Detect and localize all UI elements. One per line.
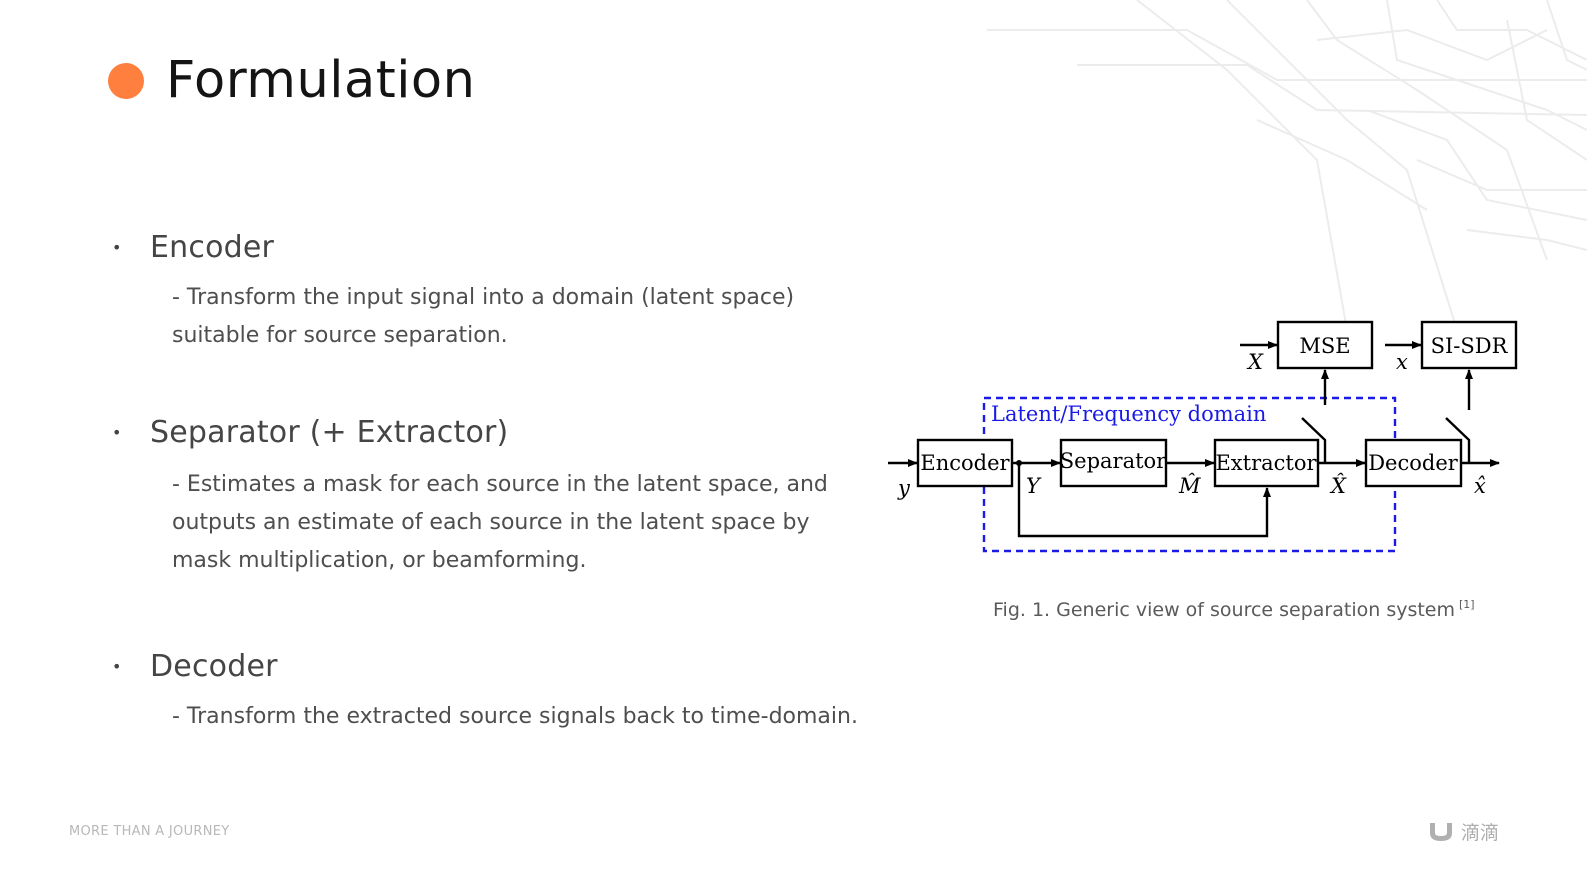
description-line: outputs an estimate of each source in th… xyxy=(172,510,810,535)
section-decoder: • Decoder - Transform the extracted sour… xyxy=(112,649,858,736)
decoder-label: Decoder xyxy=(1368,451,1459,475)
description-line: suitable for source separation. xyxy=(172,323,508,348)
description-line: - Estimates a mask for each source in th… xyxy=(172,472,828,497)
branch-dot xyxy=(1016,460,1022,466)
section-description: - Estimates a mask for each source in th… xyxy=(172,466,828,580)
skip-connection-arrow xyxy=(1017,463,1271,538)
symbol-x-hat: x̂ xyxy=(1474,474,1486,498)
symbol-Y: Y xyxy=(1026,474,1042,498)
didi-logo-icon xyxy=(1429,822,1452,841)
sisdr-label: SI-SDR xyxy=(1431,334,1509,358)
bullet-icon: • xyxy=(112,423,122,442)
extractor-label: Extractor xyxy=(1215,451,1317,475)
figure-caption: Fig. 1. Generic view of source separatio… xyxy=(993,598,1475,621)
encoder-label: Encoder xyxy=(920,451,1010,475)
section-description: - Transform the extracted source signals… xyxy=(172,698,858,736)
symbol-y: y xyxy=(897,476,911,500)
bullet-icon: • xyxy=(112,657,122,676)
section-encoder: • Encoder - Transform the input signal i… xyxy=(112,230,794,355)
bullet-icon: • xyxy=(112,238,122,257)
title-bullet-dot xyxy=(108,62,144,99)
section-title: Encoder xyxy=(150,230,275,265)
mse-block xyxy=(1276,320,1374,370)
source-separation-diagram: Latent/Frequency domain Encoder Separato… xyxy=(888,320,1518,553)
caption-text: Fig. 1. Generic view of source separatio… xyxy=(993,599,1456,621)
symbol-X: X xyxy=(1246,350,1264,374)
decoder-block xyxy=(1364,438,1463,488)
section-title: Decoder xyxy=(150,649,278,684)
description-line: mask multiplication, or beamforming. xyxy=(172,548,587,573)
latent-domain-box xyxy=(982,396,1397,553)
symbol-M-hat: M̂ xyxy=(1178,474,1201,498)
mse-switch xyxy=(1301,417,1327,463)
sisdr-switch xyxy=(1445,417,1471,463)
footer-brand: 滴滴 xyxy=(1427,818,1499,845)
sisdr-block xyxy=(1420,320,1518,370)
section-separator: • Separator (+ Extractor) - Estimates a … xyxy=(112,415,828,580)
symbol-X-hat: X̂ xyxy=(1329,474,1347,498)
separator-label: Separator xyxy=(1060,449,1167,473)
title-row: Formulation xyxy=(108,55,475,106)
mse-label: MSE xyxy=(1299,334,1350,358)
brand-name: 滴滴 xyxy=(1460,822,1499,844)
caption-reference: [1] xyxy=(1459,598,1475,611)
section-title: Separator (+ Extractor) xyxy=(150,415,509,450)
description-line: - Transform the input signal into a doma… xyxy=(172,285,795,310)
footer-slogan: MORE THAN A JOURNEY xyxy=(69,824,230,839)
description-line: - Transform the extracted source signals… xyxy=(172,704,858,729)
slide-title: Formulation xyxy=(166,51,476,110)
symbol-x: x xyxy=(1396,350,1408,374)
background-map-pattern xyxy=(987,0,1587,330)
section-description: - Transform the input signal into a doma… xyxy=(172,279,794,355)
latent-domain-label: Latent/Frequency domain xyxy=(991,402,1266,426)
